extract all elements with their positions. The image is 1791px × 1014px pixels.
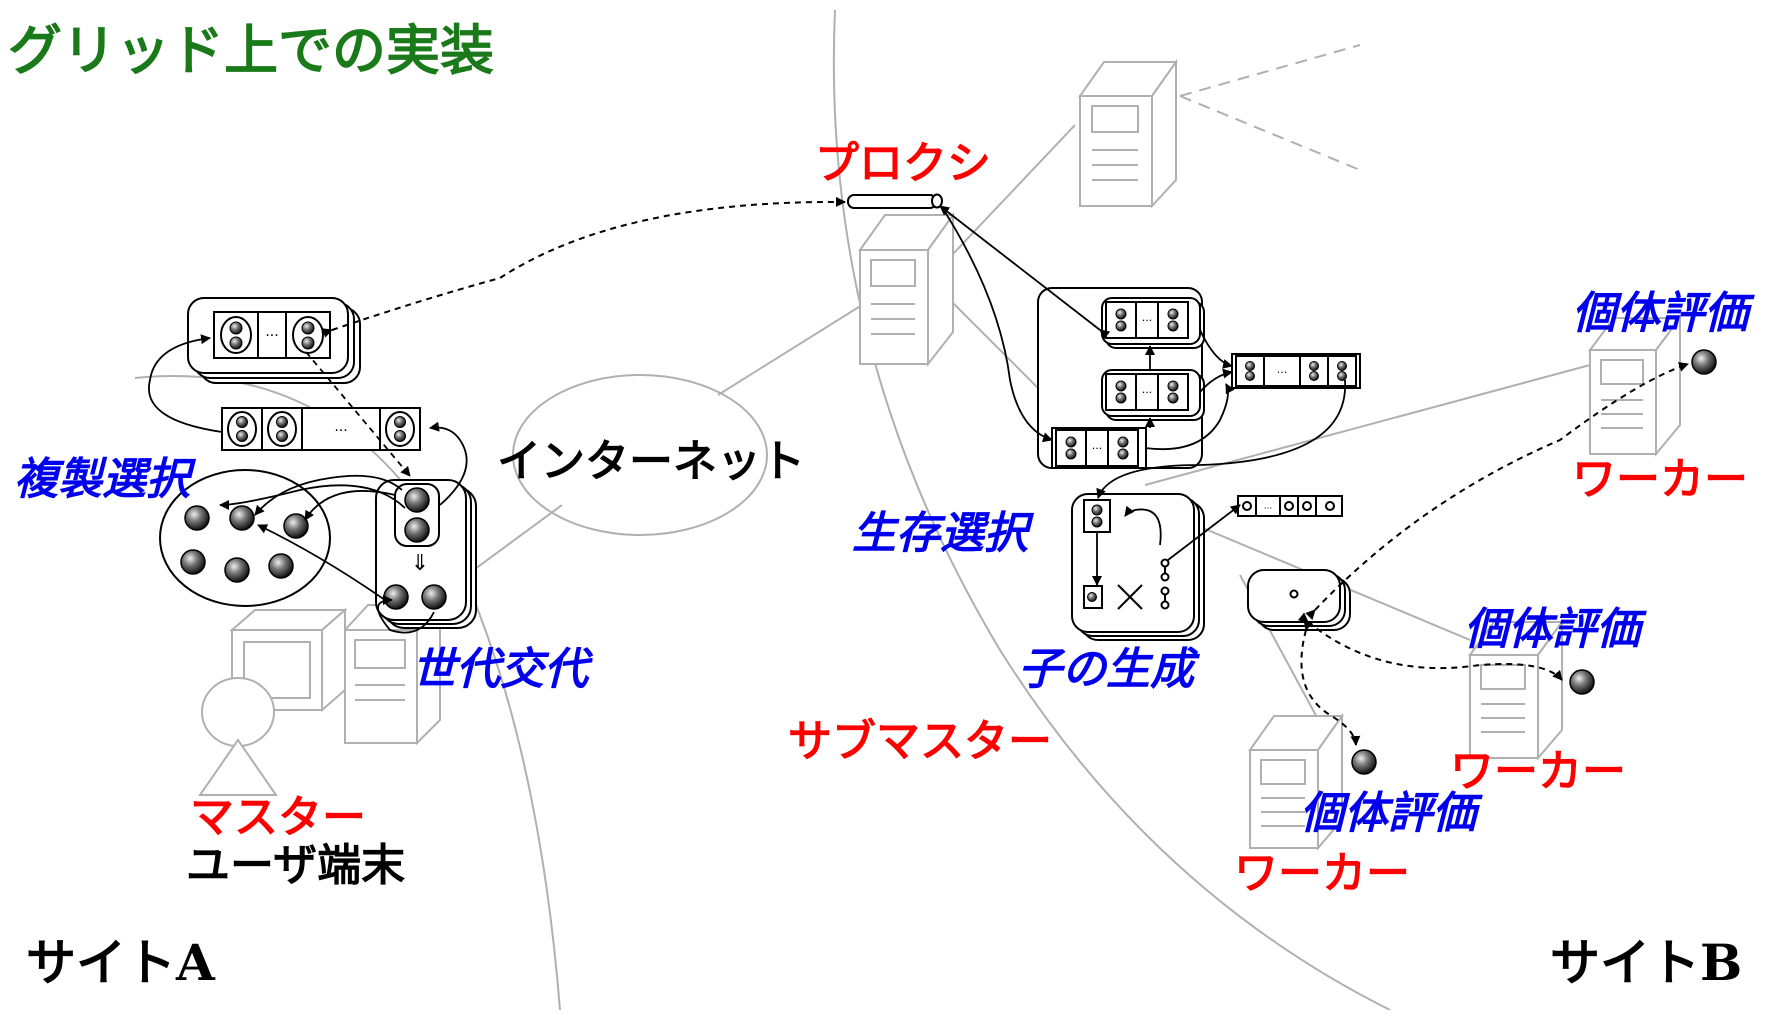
generation-change-label: 世代交代	[412, 644, 588, 695]
proxy-label: プロクシ	[815, 138, 991, 189]
master-pair-stack: ···	[187, 297, 361, 384]
population-bar-dots	[236, 416, 406, 442]
worker-balls	[1351, 349, 1717, 775]
worker-label-1: ワーカー	[1572, 454, 1748, 505]
cross-icon	[1117, 584, 1143, 610]
individual-eval-label-2: 個体評価	[1464, 604, 1640, 655]
replication-selection-label: 複製選択	[14, 454, 190, 505]
svg-text:···: ···	[1277, 366, 1288, 379]
user-terminal-computer	[198, 602, 443, 796]
child-generation-label: 子の生成	[1018, 644, 1194, 695]
svg-text:···: ···	[1092, 442, 1103, 455]
site-b-label: サイトB	[1550, 933, 1743, 992]
server-submaster	[858, 211, 955, 367]
child-generation-box	[1071, 493, 1205, 641]
svg-text:···: ···	[1142, 386, 1153, 399]
proxy-pipe	[847, 193, 943, 209]
page-title: グリッド上での実装	[8, 19, 494, 82]
site-a-label: サイトA	[26, 933, 215, 992]
svg-text:···: ···	[334, 423, 347, 439]
worker-links	[1297, 362, 1689, 746]
svg-text:···: ···	[1142, 314, 1153, 327]
svg-text:···: ···	[265, 328, 278, 344]
master-arrows	[148, 334, 468, 634]
survival-selection-label: 生存選択	[852, 508, 1028, 559]
worker-label-3: ワーカー	[1234, 848, 1410, 899]
submaster-label: サブマスター	[788, 716, 1052, 767]
down-arrow-icon: ⇓	[411, 551, 429, 576]
replication-pool-balls	[180, 505, 309, 583]
generation-change-balls	[383, 487, 447, 610]
server-top	[1078, 58, 1178, 209]
worker-label-2: ワーカー	[1450, 746, 1626, 797]
user-terminal-label: ユーザ端末	[186, 840, 406, 891]
internet-label: インターネット	[497, 436, 805, 487]
internet-cloud	[512, 374, 768, 536]
master-population-bar: ···	[221, 407, 421, 451]
submaster-population-bar: ···	[1231, 353, 1361, 389]
master-label: マスター	[190, 792, 366, 843]
submaster-pair-3: ···	[1051, 427, 1147, 469]
child-generation-dots	[1087, 504, 1103, 602]
svg-text:···: ···	[1264, 504, 1273, 514]
individual-eval-label-3: 個体評価	[1300, 788, 1476, 839]
individual-eval-label-1: 個体評価	[1572, 288, 1748, 339]
master-proxy-link	[321, 196, 846, 338]
evaluation-dispatcher	[1247, 569, 1351, 631]
offspring-bar: ···	[1237, 495, 1343, 517]
master-pair-dots	[229, 321, 315, 350]
